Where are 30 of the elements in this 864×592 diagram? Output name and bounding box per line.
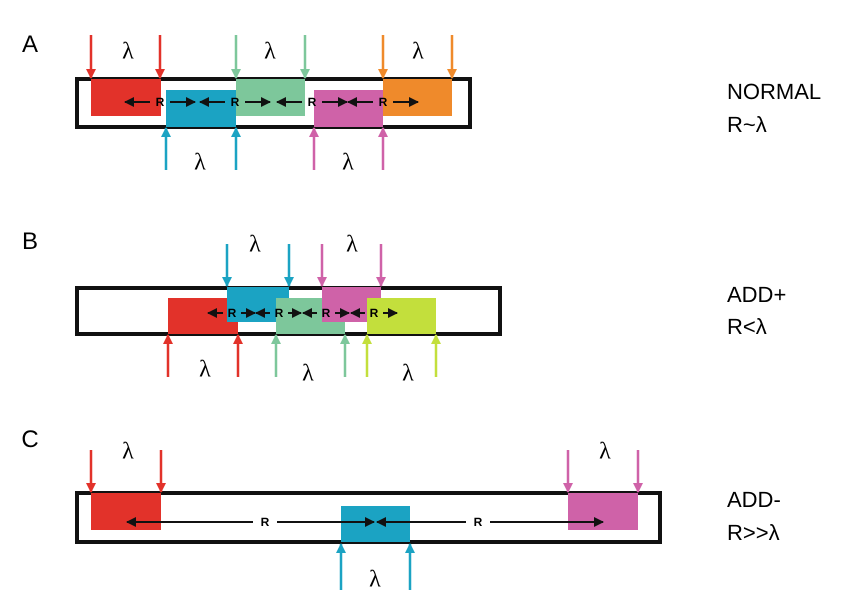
lambda-symbol: λ — [599, 438, 611, 466]
lambda-symbol: λ — [412, 38, 424, 66]
condition-label: NORMAL — [727, 79, 822, 105]
condition-label: R>>λ — [727, 520, 780, 546]
distance-label: R — [378, 95, 388, 109]
distance-label: R — [230, 95, 240, 109]
lambda-symbol: λ — [342, 150, 354, 176]
lambda-symbol: λ — [369, 566, 381, 592]
panel-letter: B — [22, 228, 38, 256]
distance-label: R — [260, 515, 270, 529]
lambda-symbol: λ — [249, 232, 261, 258]
lambda-symbol: λ — [264, 38, 276, 66]
lambda-symbol: λ — [346, 232, 358, 258]
lambda-symbol: λ — [122, 438, 134, 466]
panel-letter: A — [22, 31, 38, 59]
lambda-symbol: λ — [122, 38, 134, 66]
distance-label: R — [228, 306, 236, 320]
condition-label: R<λ — [727, 314, 767, 340]
lambda-symbol: λ — [302, 360, 314, 388]
lambda-symbol: λ — [402, 360, 414, 388]
distance-label: R — [274, 306, 284, 320]
condition-label: R~λ — [727, 112, 767, 138]
distance-label: R — [474, 515, 482, 529]
lambda-symbol: λ — [199, 356, 211, 384]
distance-label: R — [322, 306, 330, 320]
distance-label: R — [370, 306, 378, 320]
condition-label: ADD- — [727, 487, 781, 513]
condition-label: ADD+ — [727, 282, 786, 308]
lambda-symbol: λ — [194, 150, 206, 176]
panel-letter: C — [21, 426, 39, 454]
